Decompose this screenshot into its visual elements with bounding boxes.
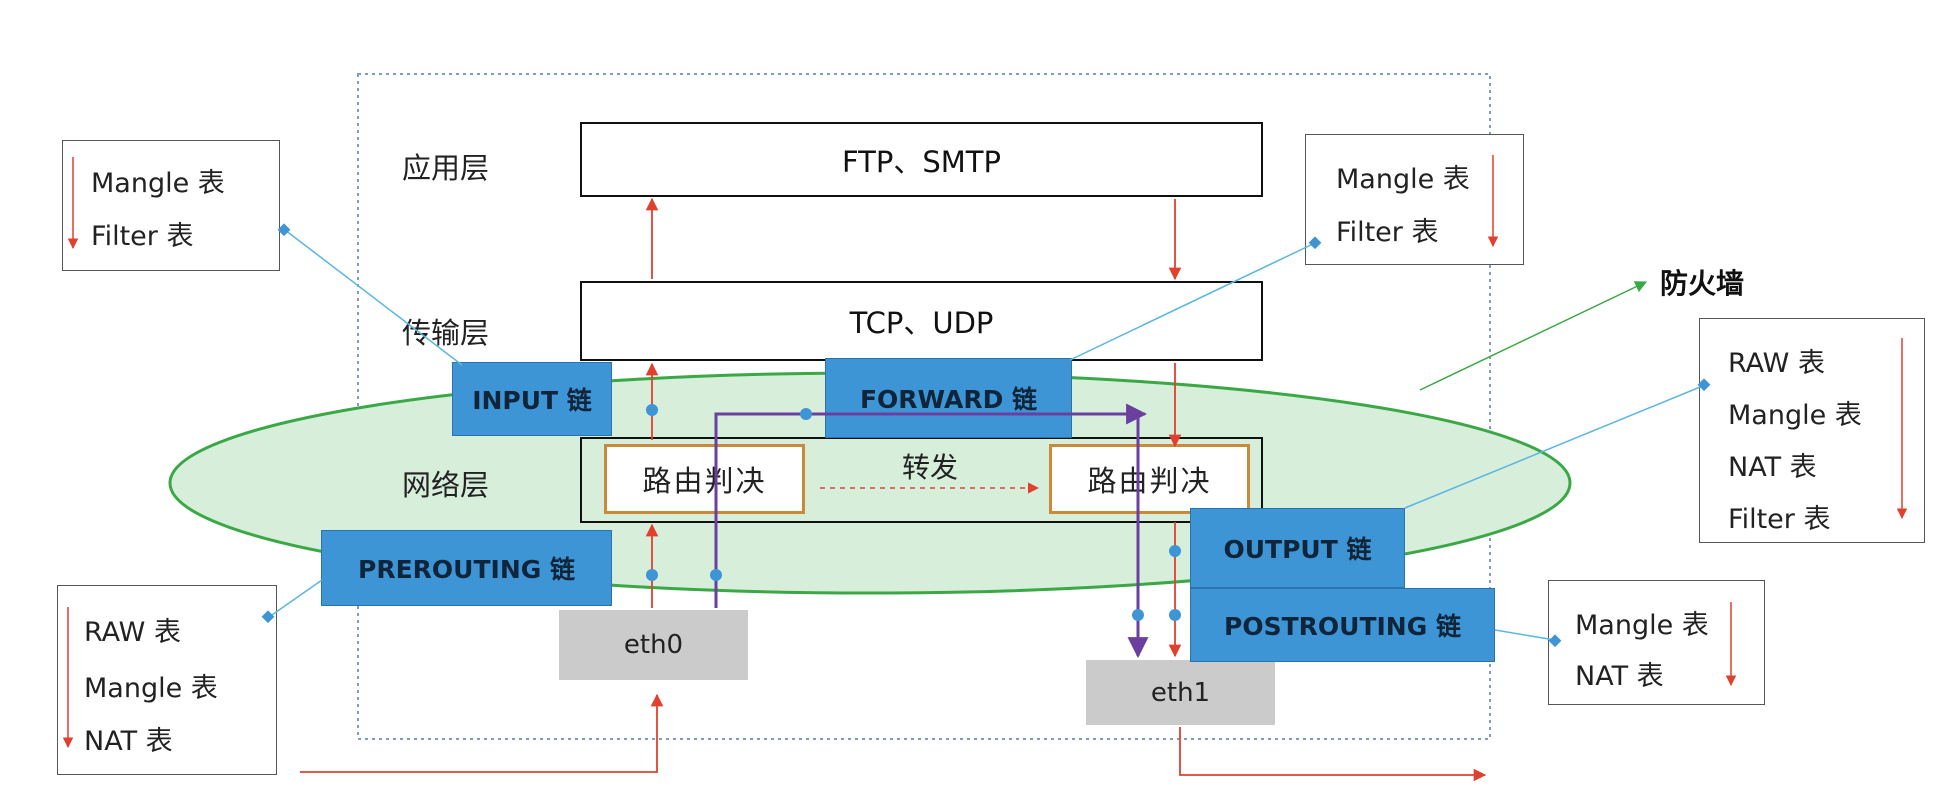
table-item: RAW 表 [84,617,181,648]
flow-arrow-outgoing [1179,727,1487,782]
firewall-pointer [1419,281,1648,391]
layer-label-network: 网络层 [402,468,490,502]
table-item: Filter 表 [1728,504,1831,535]
table-item: Filter 表 [1336,217,1439,248]
hook-dot [710,569,722,581]
layer-label-application: 应用层 [402,151,490,185]
transport-protocols-box: TCP、UDP [580,281,1263,361]
table-item: NAT 表 [1728,452,1817,483]
connector-prerouting-tables [268,579,323,618]
table-item: NAT 表 [84,726,173,757]
hook-dot [646,404,658,416]
connector-output-tables [1404,384,1706,509]
table-item: NAT 表 [1575,661,1664,692]
connector-node [1308,236,1322,250]
forward-purple-path [714,403,1148,608]
tables-box-forward: Mangle 表 Filter 表 [1305,134,1524,265]
connector-input-tables [284,229,463,366]
routing-decision-right: 路由判决 [1049,444,1250,514]
network-layer-box [580,437,1263,523]
connector-node [277,223,291,237]
chain-output: OUTPUT 链 [1190,508,1405,588]
chain-prerouting: PREROUTING 链 [321,530,612,606]
forward-label: 转发 [902,451,959,484]
table-item: RAW 表 [1728,348,1825,379]
hook-dot [1132,609,1144,621]
table-item: Mangle 表 [1575,610,1709,641]
tables-box-prerouting: RAW 表 Mangle 表 NAT 表 [57,585,277,775]
hook-dot [1169,545,1181,557]
table-item: Filter 表 [91,221,194,252]
tables-box-output: RAW 表 Mangle 表 NAT 表 Filter 表 [1699,318,1925,543]
firewall-label: 防火墙 [1660,267,1745,300]
routing-decision-left: 路由判决 [604,444,805,514]
layer-label-transport: 传输层 [402,316,490,350]
chain-forward: FORWARD 链 [825,358,1072,438]
table-item: Mangle 表 [91,168,225,199]
connector-node [261,610,275,624]
hook-dot [1169,609,1181,621]
hook-dot [646,569,658,581]
table-item: Mangle 表 [84,673,218,704]
interface-eth0: eth0 [559,610,748,680]
flow-arrow-incoming [300,693,664,773]
chain-input: INPUT 链 [452,362,612,436]
connector-node [1548,634,1562,648]
interface-eth1: eth1 [1086,660,1275,725]
host-boundary [357,73,1491,740]
tables-box-input: Mangle 表 Filter 表 [62,140,280,271]
table-item: Mangle 表 [1728,400,1862,431]
connector-postrouting-tables [1494,629,1556,641]
table-item: Mangle 表 [1336,164,1470,195]
connector-forward-tables [1069,242,1316,361]
hook-dot [800,408,812,420]
application-protocols-box: FTP、SMTP [580,122,1263,197]
chain-postrouting: POSTROUTING 链 [1190,588,1495,662]
connector-node [1697,378,1711,392]
